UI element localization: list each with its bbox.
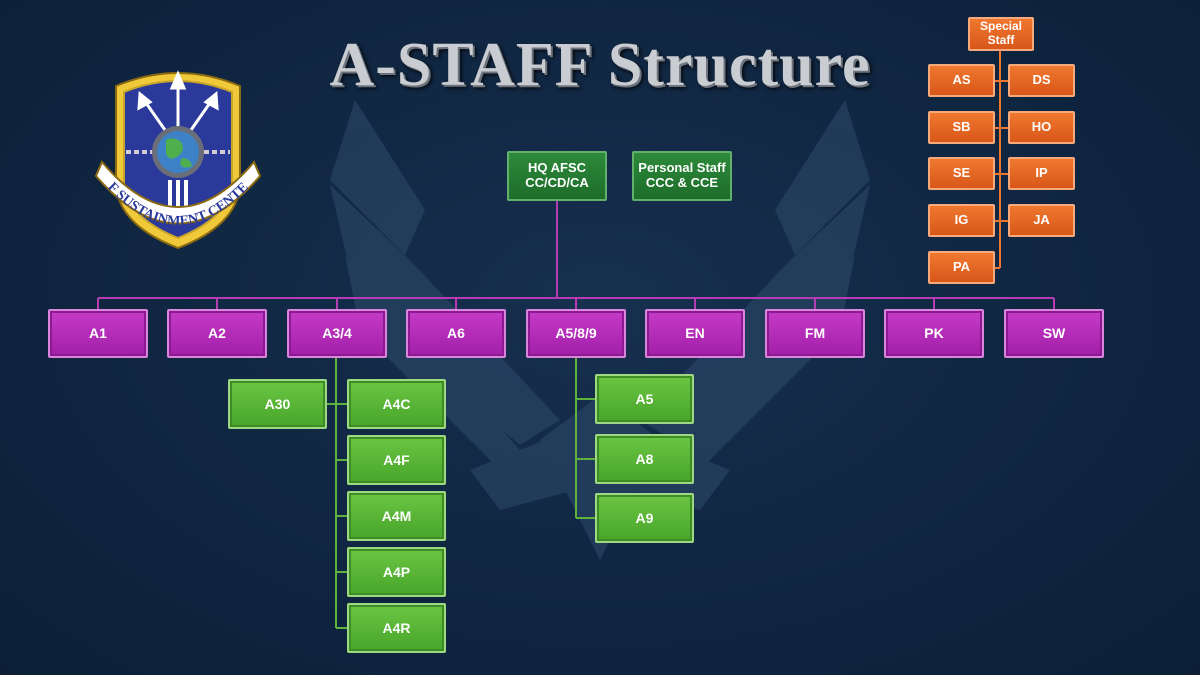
special-staff-se: SE [928, 157, 995, 190]
division-a4p: A4P [347, 547, 446, 597]
division-a4m: A4M [347, 491, 446, 541]
personal-staff-line1: Personal Staff [638, 160, 726, 176]
directorate-a1: A1 [48, 309, 148, 358]
division-a9: A9 [595, 493, 694, 543]
personal-staff-line2: CCC & CCE [645, 175, 719, 190]
directorate-a6: A6 [406, 309, 506, 358]
division-a4r: A4R [347, 603, 446, 653]
page-title: A-STAFF Structure [329, 31, 871, 99]
directorate-a5-8-9: A5/8/9 [526, 309, 626, 358]
special-staff-line1: Special [979, 19, 1023, 34]
directorate-a2: A2 [167, 309, 267, 358]
special-staff-pa: PA [928, 251, 995, 284]
special-staff-ds: DS [1008, 64, 1075, 97]
af-sustainment-center-emblem: AF SUSTAINMENT CENTER [86, 66, 262, 250]
directorate-a3-4: A3/4 [287, 309, 387, 358]
special-staff-ja: JA [1008, 204, 1075, 237]
hq-line2: CC/CD/CA [525, 175, 589, 190]
division-a30: A30 [228, 379, 327, 429]
directorate-pk: PK [884, 309, 984, 358]
special-staff-ho: HO [1008, 111, 1075, 144]
division-a5: A5 [595, 374, 694, 424]
hq-line1: HQ AFSC [527, 160, 587, 176]
division-a8: A8 [595, 434, 694, 484]
special-staff-line2: Staff [987, 33, 1015, 47]
special-staff-sb: SB [928, 111, 995, 144]
special-staff-ig: IG [928, 204, 995, 237]
special-staff-ip: IP [1008, 157, 1075, 190]
directorate-fm: FM [765, 309, 865, 358]
special-staff-as: AS [928, 64, 995, 97]
directorate-en: EN [645, 309, 745, 358]
division-a4f: A4F [347, 435, 446, 485]
division-a4c: A4C [347, 379, 446, 429]
directorate-sw: SW [1004, 309, 1104, 358]
